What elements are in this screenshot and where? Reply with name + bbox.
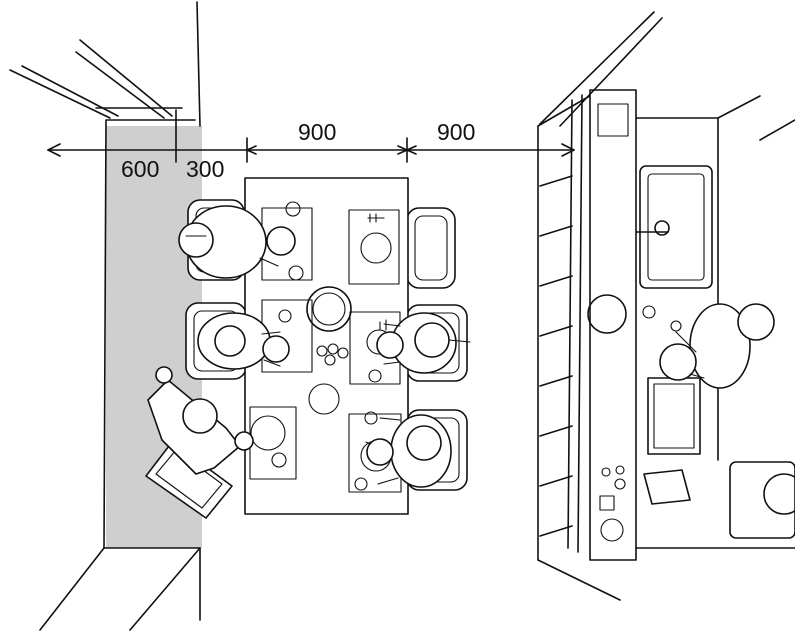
person-left-top bbox=[178, 205, 296, 279]
dimension-table-900-label: 900 bbox=[298, 119, 336, 145]
person-cook bbox=[642, 303, 775, 389]
dimension-300-label: 300 bbox=[186, 156, 224, 182]
kitchen-sink bbox=[635, 165, 713, 289]
cooktop bbox=[729, 461, 795, 539]
chair-pulled-out bbox=[145, 441, 233, 519]
person-standing bbox=[147, 366, 254, 475]
left-wall bbox=[9, 1, 201, 631]
person-left-middle bbox=[197, 312, 290, 370]
cutting-board bbox=[647, 377, 701, 455]
person-right-bottom bbox=[366, 414, 452, 488]
dimension-aisle-900-label: 900 bbox=[437, 119, 475, 145]
dimension-lines bbox=[47, 109, 575, 163]
chair-right-top bbox=[406, 207, 456, 289]
towel bbox=[643, 469, 691, 505]
dimension-600-label: 600 bbox=[121, 156, 159, 182]
kitchen-counter bbox=[537, 11, 663, 601]
person-right-middle bbox=[376, 312, 471, 374]
